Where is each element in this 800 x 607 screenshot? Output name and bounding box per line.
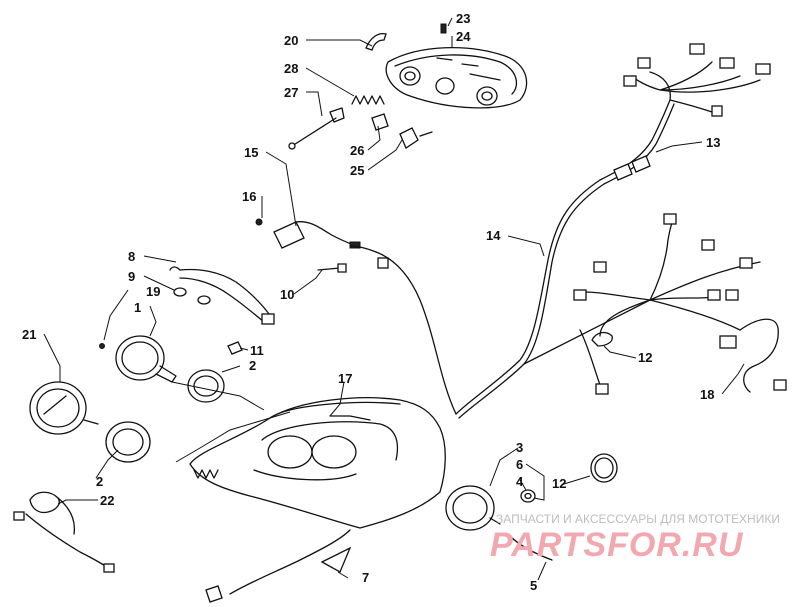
callout-24: 24	[456, 29, 471, 44]
callout-17: 17	[338, 371, 352, 386]
callout-25: 25	[350, 163, 364, 178]
callout-5: 5	[530, 578, 537, 593]
callout-12a: 12	[638, 350, 652, 365]
callout-1: 1	[134, 300, 141, 315]
callout-6: 6	[516, 457, 523, 472]
callout-12b: 12	[552, 476, 566, 491]
headlight-assembly	[288, 23, 528, 150]
watermark-subtitle: ЗАПЧАСТИ И АКСЕССУАРЫ ДЛЯ МОТОТЕХНИКИ	[496, 512, 780, 526]
callout-10: 10	[280, 287, 294, 302]
callout-3: 3	[516, 440, 523, 455]
gauges-left	[13, 266, 275, 573]
callout-14: 14	[486, 228, 501, 243]
callout-28: 28	[284, 61, 298, 76]
watermark-brand: PARTSFOR.RU	[490, 526, 744, 564]
callout-22: 22	[100, 493, 114, 508]
callout-15: 15	[244, 145, 258, 160]
callout-23: 23	[456, 11, 470, 26]
callout-18: 18	[700, 387, 714, 402]
dash-panel	[189, 397, 446, 603]
callout-8: 8	[128, 249, 135, 264]
callout-13: 13	[706, 135, 720, 150]
watermark: ЗАПЧАСТИ И АКСЕССУАРЫ ДЛЯ МОТОТЕХНИКИ PA…	[490, 512, 780, 564]
callout-26: 26	[350, 143, 364, 158]
callout-9: 9	[128, 269, 135, 284]
callout-2b: 2	[96, 474, 103, 489]
gauge-right	[445, 331, 618, 561]
callout-19: 19	[146, 284, 160, 299]
callout-21: 21	[22, 327, 36, 342]
callout-7: 7	[362, 570, 369, 585]
voltage-regulator	[255, 218, 361, 273]
callout-2a: 2	[249, 358, 256, 373]
callout-11: 11	[250, 343, 264, 358]
callout-4: 4	[516, 474, 524, 489]
callout-27: 27	[284, 85, 298, 100]
callout-16: 16	[242, 189, 256, 204]
leader-lines	[43, 17, 745, 581]
wiring-harness	[349, 43, 787, 419]
callout-20: 20	[284, 33, 298, 48]
callout-labels: 1 2 2 3 4 5 6 7 8 9 10 11 12 12 13 14 15…	[22, 11, 720, 593]
